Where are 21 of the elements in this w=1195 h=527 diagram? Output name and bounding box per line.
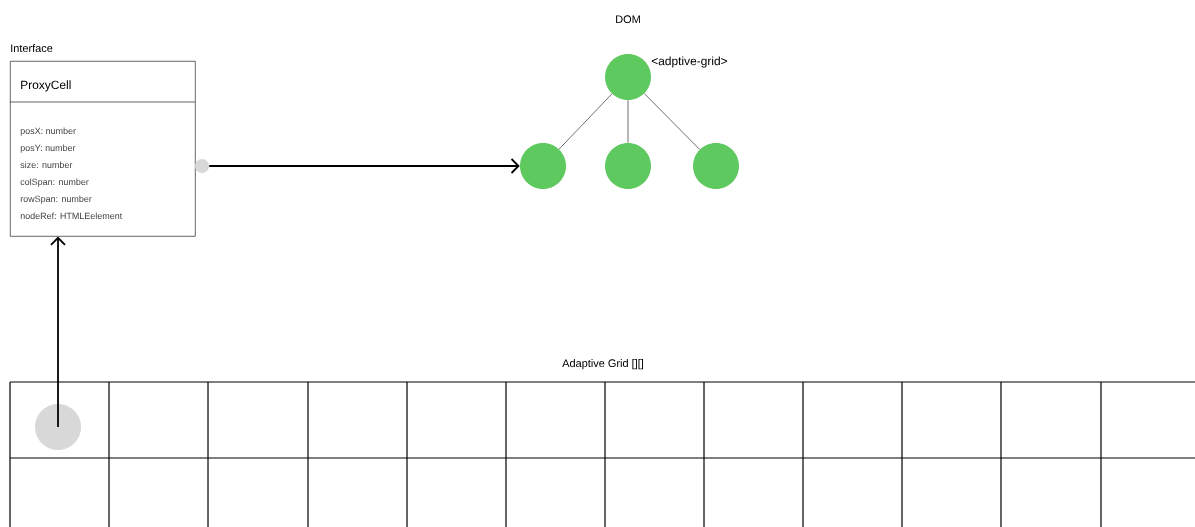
attribute-text: rowSpan: number — [20, 195, 92, 204]
class-name: ProxyCell — [21, 80, 71, 92]
connector-line — [627, 99, 629, 144]
arrow — [208, 158, 520, 174]
connector-line — [643, 93, 701, 150]
attribute-text: nodeRef: HTMLEelement — [20, 212, 123, 220]
attribute-text: colSpan: number — [20, 178, 89, 187]
attribute-text: size: number — [20, 161, 73, 169]
tree-node-circle — [693, 143, 739, 189]
connector-line — [558, 93, 613, 150]
grid-title: Adaptive Grid [][] — [562, 359, 644, 370]
tag-label: <adptive-grid> — [651, 56, 728, 68]
port-dot — [195, 159, 209, 173]
tree-node-circle — [605, 143, 651, 189]
grid-item-dot — [35, 404, 81, 450]
interface-label: Interface — [11, 44, 53, 53]
arrow — [50, 236, 66, 428]
attribute-text: posX: number — [20, 127, 76, 136]
tree-title: DOM — [616, 15, 640, 24]
attribute-text: posY: number — [20, 144, 76, 153]
tree-node-circle — [520, 143, 566, 189]
